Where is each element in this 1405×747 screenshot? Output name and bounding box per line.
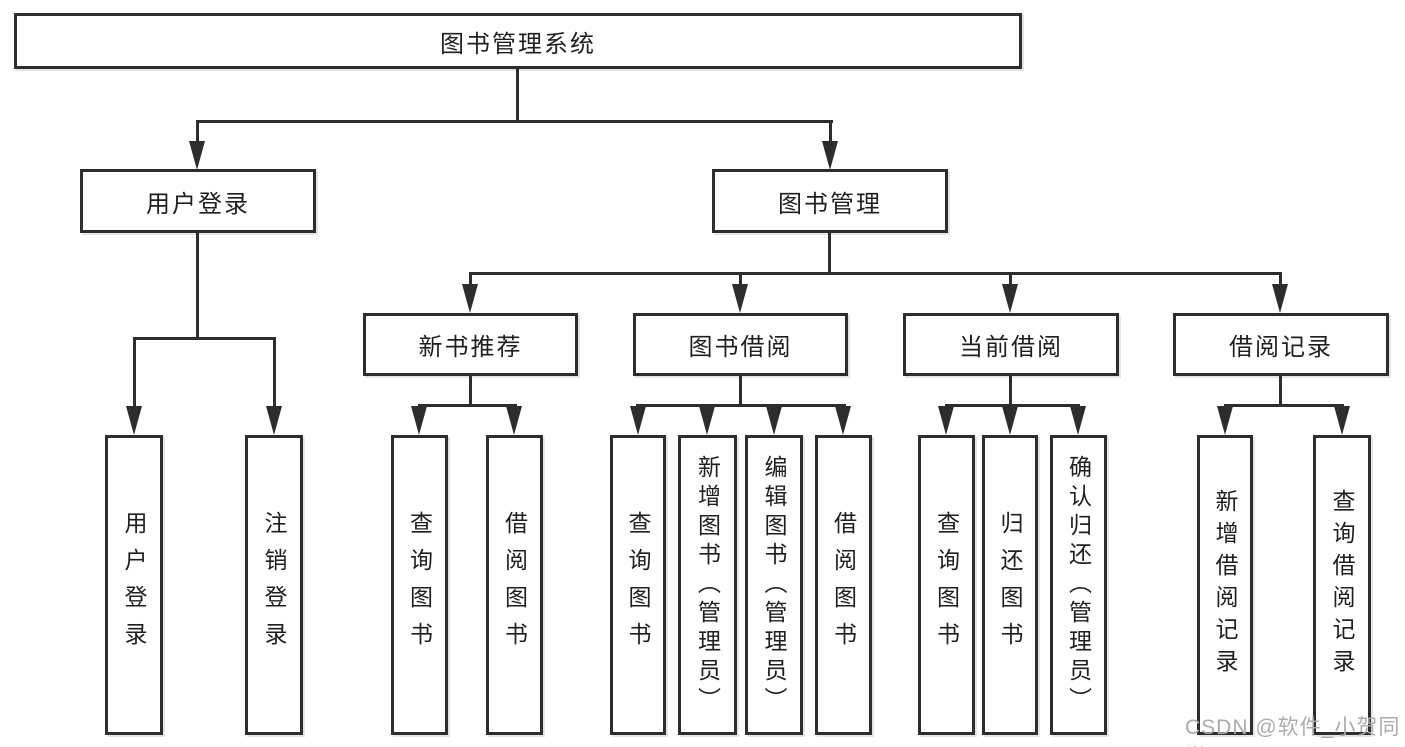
connector-line (133, 337, 276, 340)
node-current-confirm-return-admin: 确认归还（管理员） (1050, 435, 1107, 735)
arrowhead-icon (462, 284, 478, 313)
connector-line (739, 376, 742, 406)
connector-line (1009, 272, 1012, 285)
connector-line (829, 120, 832, 142)
connector-line (1279, 272, 1282, 285)
connector-line (133, 337, 136, 407)
node-current-query-book: 查询图书 (918, 435, 975, 735)
node-borrow-edit-book-admin: 编辑图书（管理员） (745, 435, 803, 735)
arrowhead-icon (699, 406, 715, 435)
arrowhead-icon (506, 406, 522, 435)
connector-line (636, 404, 846, 407)
connector-line (516, 69, 519, 120)
connector-line (828, 233, 831, 272)
node-book-management: 图书管理 (712, 169, 948, 233)
connector-line (469, 272, 472, 285)
node-borrow-record: 借阅记录 (1173, 313, 1389, 376)
arrowhead-icon (1070, 406, 1086, 435)
node-recommend-query-book: 查询图书 (391, 435, 448, 735)
connector-line (739, 272, 742, 285)
node-book-borrow: 图书借阅 (633, 313, 848, 376)
arrowhead-icon (1272, 284, 1288, 313)
node-record-query-borrow-record: 查询借阅记录 (1313, 435, 1371, 735)
connector-line (945, 404, 1080, 407)
arrowhead-icon (938, 406, 954, 435)
arrowhead-icon (835, 406, 851, 435)
arrowhead-icon (1217, 406, 1233, 435)
node-record-add-borrow-record: 新增借阅记录 (1197, 435, 1253, 735)
connector-line (1279, 376, 1282, 406)
csdn-watermark: CSDN @软件_小贺同学 (1185, 716, 1401, 747)
node-user-login: 用户登录 (80, 169, 316, 233)
arrowhead-icon (732, 284, 748, 313)
node-borrow-add-book-admin: 新增图书（管理员） (678, 435, 737, 735)
connector-line (1009, 376, 1012, 406)
node-borrow-query-book: 查询图书 (610, 435, 666, 735)
connector-line (196, 233, 199, 337)
node-current-return-book: 归还图书 (982, 435, 1038, 735)
node-current-borrow: 当前借阅 (903, 313, 1119, 376)
node-library-management-system: 图书管理系统 (14, 13, 1022, 69)
node-user-login-leaf: 用户登录 (105, 435, 163, 735)
arrowhead-icon (1002, 284, 1018, 313)
arrowhead-icon (1334, 406, 1350, 435)
node-new-book-recommend: 新书推荐 (363, 313, 578, 376)
node-recommend-borrow-book: 借阅图书 (486, 435, 543, 735)
arrowhead-icon (189, 141, 205, 170)
arrowhead-icon (766, 406, 782, 435)
connector-line (469, 272, 1282, 275)
connector-line (1224, 404, 1344, 407)
node-borrow-borrow-book: 借阅图书 (815, 435, 872, 735)
connector-line (196, 120, 199, 142)
arrowhead-icon (266, 406, 282, 435)
connector-line (469, 376, 472, 406)
connector-line (196, 120, 833, 123)
connector-line (418, 404, 517, 407)
arrowhead-icon (126, 406, 142, 435)
arrowhead-icon (1002, 406, 1018, 435)
connector-line (273, 337, 276, 407)
arrowhead-icon (411, 406, 427, 435)
arrowhead-icon (630, 406, 646, 435)
arrowhead-icon (822, 141, 838, 170)
node-logout: 注销登录 (245, 435, 303, 735)
